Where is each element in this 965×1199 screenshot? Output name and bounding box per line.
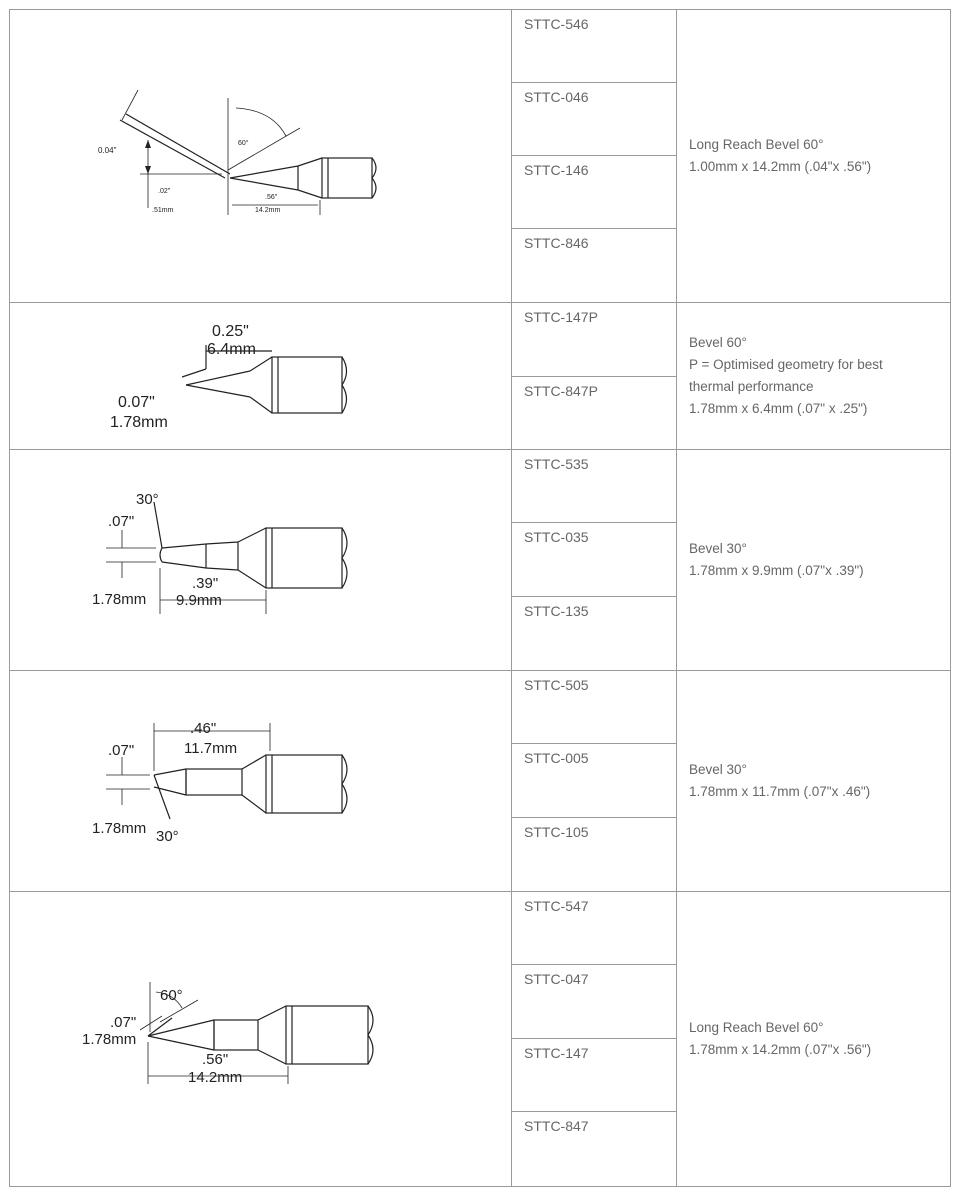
tip-description-line: 1.78mm x 9.9mm (.07"x .39") — [689, 563, 864, 578]
part-number: STTC-005 — [524, 750, 589, 766]
table-row: .46" 11.7mm .07" 1.78mm 30° STTC-505 Bev… — [9, 670, 951, 892]
tip-description-cell: Bevel 60° P = Optimised geometry for bes… — [676, 302, 951, 450]
tip-diagram-cell: 0.25" 6.4mm 0.07" 1.78mm — [9, 302, 512, 450]
table-row: STTC-847 — [10, 1111, 951, 1187]
part-number-cell: STTC-847P — [511, 376, 677, 450]
table-row: STTC-846 — [10, 228, 951, 303]
dim-label: 1.78mm — [82, 1031, 136, 1048]
dim-label: 9.9mm — [176, 592, 222, 609]
dim-label: 0.07" — [118, 394, 155, 411]
part-number-cell: STTC-046 — [511, 82, 677, 156]
dim-label: 11.7mm — [184, 740, 237, 757]
tip-description-line: 1.78mm x 11.7mm (.07"x .46") — [689, 784, 871, 799]
tip-description-cell: Bevel 30° 1.78mm x 9.9mm (.07"x .39") — [676, 449, 951, 671]
part-number-cell: STTC-505 — [511, 670, 677, 744]
tip-description-line: Bevel 30° — [689, 762, 747, 777]
dim-label: .51mm — [152, 207, 174, 214]
dim-label: 0.04" — [98, 146, 117, 155]
tip-description-line: 1.00mm x 14.2mm (.04"x .56") — [689, 159, 872, 174]
tip-diagram-cell: 30° .07" 1.78mm .39" 9.9mm — [9, 449, 512, 671]
part-number: STTC-846 — [524, 235, 589, 251]
dim-label: 1.78mm — [92, 820, 146, 837]
part-number: STTC-046 — [524, 89, 589, 105]
part-number-cell: STTC-147P — [511, 302, 677, 377]
part-number: STTC-105 — [524, 824, 589, 840]
part-number-cell: STTC-035 — [511, 522, 677, 597]
dim-label: 14.2mm — [255, 207, 280, 214]
part-number: STTC-547 — [524, 898, 589, 914]
dim-label: 0.25" — [212, 323, 249, 340]
part-number-cell: STTC-535 — [511, 449, 677, 523]
tip-description-cell: Bevel 30° 1.78mm x 11.7mm (.07"x .46") — [676, 670, 951, 892]
tip-description-line: Long Reach Bevel 60° — [689, 1020, 824, 1035]
tip-spec-table: 0.04" .02" .51mm 60° .56" 14.2mm STTC-54… — [9, 9, 951, 1187]
part-number: STTC-135 — [524, 603, 589, 619]
table-row: STTC-047 — [10, 964, 951, 1039]
dim-label: .46" — [190, 720, 216, 737]
dim-label: 1.78mm — [110, 414, 168, 431]
tip-description-line: 1.78mm x 6.4mm (.07" x .25") — [689, 401, 868, 416]
tip-diagram-bevel-60: 0.25" 6.4mm 0.07" 1.78mm — [110, 323, 348, 431]
part-number-cell: STTC-146 — [511, 155, 677, 229]
part-number: STTC-147P — [524, 309, 598, 325]
part-number: STTC-546 — [524, 16, 589, 32]
table-row: 0.04" .02" .51mm 60° .56" 14.2mm STTC-54… — [9, 9, 951, 303]
dim-label: 30° — [136, 491, 159, 508]
part-number: STTC-847 — [524, 1118, 589, 1134]
dim-label: .56" — [265, 194, 278, 201]
tip-diagram-cell: .46" 11.7mm .07" 1.78mm 30° — [9, 670, 512, 892]
part-number-cell: STTC-147 — [511, 1038, 677, 1112]
tip-description-line: Bevel 30° — [689, 541, 747, 556]
table-row: STTC-005 — [10, 743, 951, 818]
tip-description-line: P = Optimised geometry for best — [689, 357, 883, 372]
part-number: STTC-047 — [524, 971, 589, 987]
tip-description-line: 1.78mm x 14.2mm (.07"x .56") — [689, 1042, 872, 1057]
dim-label: .39" — [192, 575, 218, 592]
tip-diagram-cell: 0.04" .02" .51mm 60° .56" 14.2mm — [9, 9, 512, 303]
dim-label: 30° — [156, 828, 179, 845]
part-number-cell: STTC-847 — [511, 1111, 677, 1187]
dim-label: 6.4mm — [207, 341, 256, 358]
table-row: 60° .07" 1.78mm .56" 14.2mm STTC-547 Lon… — [9, 891, 951, 1187]
tip-diagram-long-reach-bevel-60-b: 60° .07" 1.78mm .56" 14.2mm — [82, 982, 374, 1086]
part-number: STTC-535 — [524, 456, 589, 472]
dim-label: .56" — [202, 1051, 228, 1068]
tip-diagram-bevel-30-a: 30° .07" 1.78mm .39" 9.9mm — [92, 491, 348, 614]
tip-diagram-cell: 60° .07" 1.78mm .56" 14.2mm — [9, 891, 512, 1187]
part-number-cell: STTC-546 — [511, 9, 677, 83]
table-row: STTC-135 — [10, 596, 951, 671]
tip-description-line: Bevel 60° — [689, 335, 747, 350]
dim-label: .02" — [158, 188, 171, 195]
part-number-cell: STTC-135 — [511, 596, 677, 671]
tip-diagram-long-reach-bevel-60-a: 0.04" .02" .51mm 60° .56" 14.2mm — [98, 89, 377, 215]
dim-label: .07" — [110, 1014, 136, 1031]
part-number-cell: STTC-846 — [511, 228, 677, 303]
dim-label: .07" — [108, 513, 134, 530]
part-number: STTC-146 — [524, 162, 589, 178]
dim-label: 60° — [238, 139, 249, 147]
table-row: 30° .07" 1.78mm .39" 9.9mm STTC-535 Beve… — [9, 449, 951, 671]
part-number: STTC-505 — [524, 677, 589, 693]
part-number-cell: STTC-547 — [511, 891, 677, 965]
part-number: STTC-147 — [524, 1045, 589, 1061]
dim-label: 60° — [160, 987, 183, 1004]
part-number-cell: STTC-047 — [511, 964, 677, 1039]
tip-description-line: thermal performance — [689, 379, 814, 394]
part-number: STTC-035 — [524, 529, 589, 545]
tip-diagram-bevel-30-b: .46" 11.7mm .07" 1.78mm 30° — [92, 720, 348, 845]
table-row: STTC-105 — [10, 817, 951, 892]
tip-description-line: Long Reach Bevel 60° — [689, 137, 824, 152]
dim-label: .07" — [108, 742, 134, 759]
table-row: STTC-147 — [10, 1038, 951, 1112]
dim-label: 14.2mm — [188, 1069, 242, 1086]
dim-label: 1.78mm — [92, 591, 146, 608]
tip-description-cell: Long Reach Bevel 60° 1.00mm x 14.2mm (.0… — [676, 9, 951, 303]
tip-description-cell: Long Reach Bevel 60° 1.78mm x 14.2mm (.0… — [676, 891, 951, 1187]
part-number-cell: STTC-105 — [511, 817, 677, 892]
part-number: STTC-847P — [524, 383, 598, 399]
part-number-cell: STTC-005 — [511, 743, 677, 818]
table-row: 0.25" 6.4mm 0.07" 1.78mm STTC-147P Bevel… — [9, 302, 951, 450]
table-row: STTC-046 — [10, 82, 951, 156]
